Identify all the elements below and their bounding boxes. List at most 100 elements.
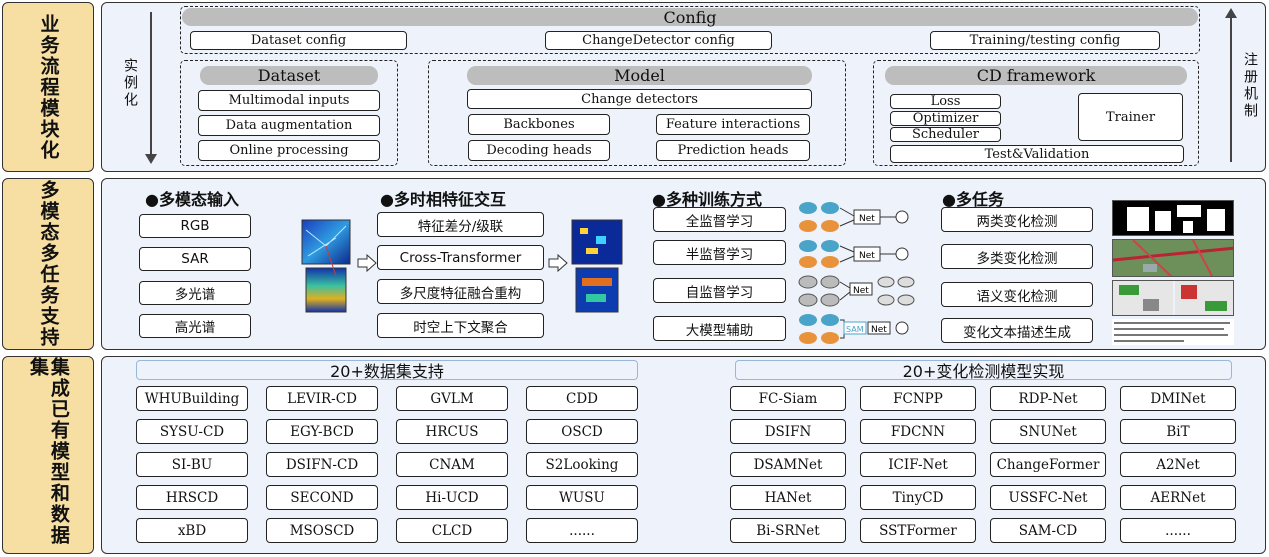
multimodal-inputs-box: Multimodal inputs — [198, 90, 380, 111]
model-item: DSAMNet — [730, 452, 846, 477]
semi-supervised-box: 半监督学习 — [653, 240, 786, 265]
multiclass-cd-box: 多类变化检测 — [941, 244, 1093, 269]
changedetector-config-box: ChangeDetector config — [545, 31, 772, 50]
model-item: DSIFN — [730, 419, 846, 444]
model-title: Model — [467, 66, 812, 85]
prediction-heads-box: Prediction heads — [656, 140, 810, 161]
model-group — [428, 60, 846, 166]
binary-cd-box: 两类变化检测 — [941, 207, 1093, 232]
net-label: Net — [859, 214, 875, 224]
model-item: SAM-CD — [990, 518, 1106, 543]
dataset-item: OSCD — [526, 419, 638, 444]
dataset-item: ...... — [526, 518, 638, 543]
model-item: RDP-Net — [990, 386, 1106, 411]
dataset-item: HRSCD — [136, 485, 248, 510]
modal-rgb-box: RGB — [139, 214, 251, 238]
dataset-item: WUSU — [526, 485, 638, 510]
dataset-group — [180, 60, 398, 166]
feature-map-stack-icon — [571, 219, 623, 313]
modal-hyperspectral-box: 高光谱 — [139, 314, 251, 338]
multiclass-map-thumbnail — [1112, 239, 1234, 277]
dataset-item: GVLM — [396, 386, 508, 411]
model-item: AERNet — [1120, 485, 1236, 510]
dataset-item: DSIFN-CD — [266, 452, 378, 477]
net-label: Net — [853, 286, 869, 296]
datasets-header: 20+数据集支持 — [136, 360, 638, 381]
left-label-modular: 业务流程模块化 — [2, 2, 94, 172]
dataset-item: CLCD — [396, 518, 508, 543]
dataset-item: SI-BU — [136, 452, 248, 477]
foundation-model-box: 大模型辅助 — [653, 316, 786, 341]
multiscale-fusion-box: 多尺度特征融合重构 — [377, 279, 544, 304]
arrow-right-icon — [357, 254, 377, 272]
supervised-box: 全监督学习 — [653, 207, 786, 232]
models-header: 20+变化检测模型实现 — [735, 360, 1232, 381]
spatiotemporal-context-box: 时空上下文聚合 — [377, 313, 544, 338]
data-augmentation-box: Data augmentation — [198, 115, 380, 136]
model-item: HANet — [730, 485, 846, 510]
dataset-item: Hi-UCD — [396, 485, 508, 510]
modal-multispectral-box: 多光谱 — [139, 281, 251, 305]
net-label: Net — [859, 251, 875, 261]
semantic-cd-box: 语义变化检测 — [941, 282, 1093, 307]
dataset-item: MSOSCD — [266, 518, 378, 543]
feature-diff-box: 特征差分/级联 — [377, 212, 544, 237]
dataset-item: S2Looking — [526, 452, 638, 477]
training-schematic: Net Net Net SAM Net — [798, 202, 915, 344]
dataset-title: Dataset — [200, 66, 378, 85]
cross-transformer-box: Cross-Transformer — [377, 245, 544, 270]
dataset-item: HRCUS — [396, 419, 508, 444]
dataset-item: EGY-BCD — [266, 419, 378, 444]
decoding-heads-box: Decoding heads — [468, 140, 610, 161]
dataset-item: CNAM — [396, 452, 508, 477]
training-config-box: Training/testing config — [930, 31, 1160, 50]
change-detectors-box: Change detectors — [467, 89, 812, 109]
optimizer-box: Optimizer — [890, 111, 1001, 126]
feature-interactions-box: Feature interactions — [656, 114, 810, 135]
dataset-item: SYSU-CD — [136, 419, 248, 444]
left-label-integrate: 集成已有模型和数据集 — [2, 356, 94, 554]
model-item: FCNPP — [860, 386, 976, 411]
instantiate-arrow — [150, 12, 152, 158]
dataset-item: LEVIR-CD — [266, 386, 378, 411]
loss-box: Loss — [890, 94, 1001, 109]
instantiate-label: 实例化 — [122, 58, 138, 109]
model-item: SSTFormer — [860, 518, 976, 543]
register-arrow — [1230, 16, 1232, 162]
model-item: ICIF-Net — [860, 452, 976, 477]
model-item: USSFC-Net — [990, 485, 1106, 510]
net-label: Net — [871, 325, 887, 335]
backbones-box: Backbones — [468, 114, 610, 135]
training-title: ●多种训练方式 — [652, 190, 762, 209]
model-item: SNUNet — [990, 419, 1106, 444]
dataset-item: CDD — [526, 386, 638, 411]
model-item: FC-Siam — [730, 386, 846, 411]
dataset-item: SECOND — [266, 485, 378, 510]
dataset-config-box: Dataset config — [190, 31, 407, 50]
change-caption-box: 变化文本描述生成 — [941, 318, 1093, 343]
self-supervised-box: 自监督学习 — [653, 278, 786, 303]
dataset-item: xBD — [136, 518, 248, 543]
cd-framework-title: CD framework — [885, 66, 1187, 85]
modal-sar-box: SAR — [139, 247, 251, 271]
online-processing-box: Online processing — [198, 140, 380, 161]
task-title: ●多任务 — [942, 190, 1004, 209]
feature-title: ●多时相特征交互 — [380, 190, 506, 209]
scheduler-box: Scheduler — [890, 127, 1001, 142]
semantic-map-thumbnail — [1112, 280, 1234, 316]
config-title: Config — [182, 8, 1198, 27]
instantiate-arrowhead — [145, 154, 157, 164]
model-item: Bi-SRNet — [730, 518, 846, 543]
model-item: ChangeFormer — [990, 452, 1106, 477]
model-item: A2Net — [1120, 452, 1236, 477]
trainer-box: Trainer — [1078, 93, 1183, 141]
cd-framework-group — [873, 60, 1199, 166]
dataset-item: WHUBuilding — [136, 386, 248, 411]
model-item: TinyCD — [860, 485, 976, 510]
binary-mask-thumbnail — [1112, 200, 1234, 236]
register-arrowhead — [1225, 8, 1237, 18]
model-item: BiT — [1120, 419, 1236, 444]
sam-label: SAM — [846, 325, 864, 334]
register-label: 注册机制 — [1242, 52, 1258, 120]
model-item: ...... — [1120, 518, 1236, 543]
